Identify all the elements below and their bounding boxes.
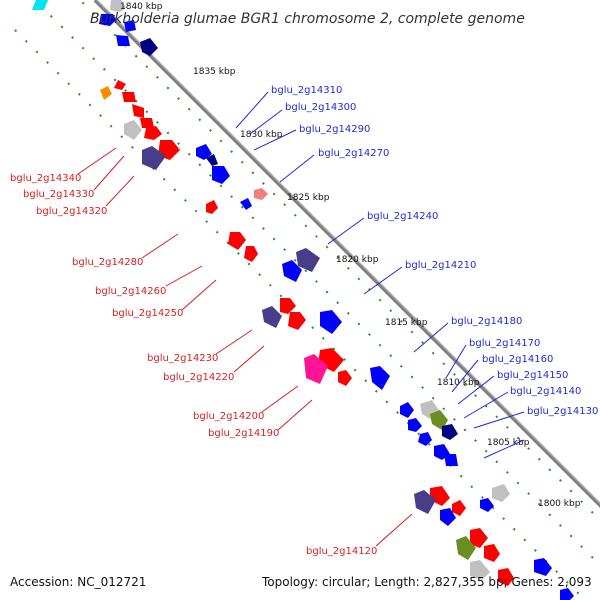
gene-cyan[interactable]: [32, 0, 48, 10]
gene-label[interactable]: bglu_2g14270: [318, 148, 389, 159]
genome-backbone-shadow: [96, 0, 600, 504]
gene-label[interactable]: bglu_2g14190: [208, 428, 279, 439]
accession-text: Accession: NC_012721: [10, 575, 146, 589]
kbp-tick-labels: 1840 kbp 1835 kbp 1830 kbp 1825 kbp 1820…: [120, 2, 581, 509]
gene-blue[interactable]: [480, 498, 494, 512]
gene-red[interactable]: [244, 246, 258, 262]
gene-grey[interactable]: [110, 0, 126, 12]
gene-grey[interactable]: [124, 120, 142, 140]
gene-blue[interactable]: [444, 454, 458, 466]
page-title: Burkholderia glumae BGR1 chromosome 2, c…: [90, 11, 525, 27]
gene-blue[interactable]: [560, 588, 574, 600]
gene-red[interactable]: [206, 200, 218, 214]
gene-label[interactable]: bglu_2g14230: [147, 353, 218, 364]
tick-label: 1840 kbp: [120, 2, 163, 12]
topology-text: Topology: circular; Length: 2,827,355 bp…: [261, 575, 592, 589]
gene-red[interactable]: [338, 370, 352, 386]
gene-blue[interactable]: [196, 144, 212, 160]
gene-grey[interactable]: [492, 484, 510, 502]
gene-label[interactable]: bglu_2g14140: [510, 386, 581, 397]
gene-label[interactable]: bglu_2g14300: [285, 102, 356, 113]
gene-red[interactable]: [280, 298, 296, 314]
tick-label: 1810 kbp: [437, 378, 480, 388]
tick-label: 1805 kbp: [487, 438, 530, 448]
blue-leader-lines: [235, 91, 525, 459]
gene-red[interactable]: [114, 80, 126, 90]
gene-red[interactable]: [228, 232, 246, 250]
genome-backbone: [93, 0, 600, 508]
gene-blue[interactable]: [240, 198, 252, 210]
gene-red[interactable]: [498, 568, 514, 586]
gene-label[interactable]: bglu_2g14260: [95, 286, 166, 297]
gene-labels-red: bglu_2g14340 bglu_2g14330 bglu_2g14320 b…: [10, 173, 377, 557]
gene-label[interactable]: bglu_2g14180: [451, 316, 522, 327]
gene-label[interactable]: bglu_2g14160: [482, 354, 553, 365]
gene-navy[interactable]: [140, 38, 158, 56]
gene-blue[interactable]: [282, 260, 302, 282]
gene-grey[interactable]: [470, 560, 490, 580]
gene-label[interactable]: bglu_2g14310: [271, 85, 342, 96]
tick-label: 1825 kbp: [287, 193, 330, 203]
tick-label: 1815 kbp: [385, 318, 428, 328]
gene-label[interactable]: bglu_2g14340: [10, 173, 81, 184]
gene-red[interactable]: [140, 118, 154, 128]
gene-darkslate[interactable]: [296, 248, 320, 272]
gene-magenta[interactable]: [304, 354, 328, 384]
gene-navy[interactable]: [442, 424, 458, 440]
gene-blue[interactable]: [370, 366, 390, 390]
gene-label[interactable]: bglu_2g14220: [163, 372, 234, 383]
gene-navy[interactable]: [206, 154, 218, 166]
gene-red[interactable]: [484, 544, 500, 562]
gene-darkslate[interactable]: [414, 490, 436, 514]
gene-pink[interactable]: [254, 188, 268, 200]
gene-label[interactable]: bglu_2g14120: [306, 546, 377, 557]
gene-blue[interactable]: [124, 20, 136, 32]
gene-label[interactable]: bglu_2g14210: [405, 260, 476, 271]
gene-label[interactable]: bglu_2g14150: [497, 370, 568, 381]
gene-red[interactable]: [288, 312, 306, 330]
gene-label[interactable]: bglu_2g14240: [367, 211, 438, 222]
gene-blue[interactable]: [408, 418, 422, 432]
gene-label[interactable]: bglu_2g14200: [193, 411, 264, 422]
outer-track-right: [78, 0, 600, 522]
gene-blue[interactable]: [212, 166, 230, 184]
gene-red[interactable]: [144, 126, 162, 140]
gene-label[interactable]: bglu_2g14320: [36, 206, 107, 217]
gene-label[interactable]: bglu_2g14290: [299, 124, 370, 135]
gene-olive[interactable]: [456, 536, 476, 560]
gene-label[interactable]: bglu_2g14250: [112, 308, 183, 319]
tick-label: 1835 kbp: [193, 67, 236, 77]
gene-label[interactable]: bglu_2g14330: [23, 189, 94, 200]
gene-labels-blue: bglu_2g14310 bglu_2g14300 bglu_2g14290 b…: [271, 85, 598, 417]
track-dotted-lines: [14, 0, 600, 600]
gene-orange[interactable]: [100, 86, 112, 100]
gene-blue[interactable]: [320, 310, 342, 334]
gene-blue[interactable]: [116, 35, 130, 46]
tick-label: 1830 kbp: [240, 130, 283, 140]
gene-blue[interactable]: [440, 508, 456, 526]
gene-red[interactable]: [452, 500, 466, 516]
gene-blue[interactable]: [534, 558, 552, 576]
tick-label: 1820 kbp: [336, 255, 379, 265]
gene-olive[interactable]: [430, 410, 448, 430]
tick-label: 1800 kbp: [538, 499, 581, 509]
gene-darkslate[interactable]: [142, 146, 166, 170]
inner-track-left: [14, 29, 587, 600]
gene-label[interactable]: bglu_2g14130: [527, 406, 598, 417]
gene-blue[interactable]: [418, 432, 432, 446]
gene-blue[interactable]: [400, 402, 414, 418]
gene-red[interactable]: [470, 528, 488, 548]
gene-label[interactable]: bglu_2g14170: [469, 338, 540, 349]
gene-darkslate[interactable]: [262, 306, 282, 328]
red-leader-lines: [77, 147, 413, 547]
gene-red[interactable]: [122, 92, 136, 102]
gene-features: [32, 0, 574, 600]
gene-blue[interactable]: [99, 14, 116, 26]
gene-label[interactable]: bglu_2g14280: [72, 257, 143, 268]
gene-red[interactable]: [132, 104, 144, 118]
